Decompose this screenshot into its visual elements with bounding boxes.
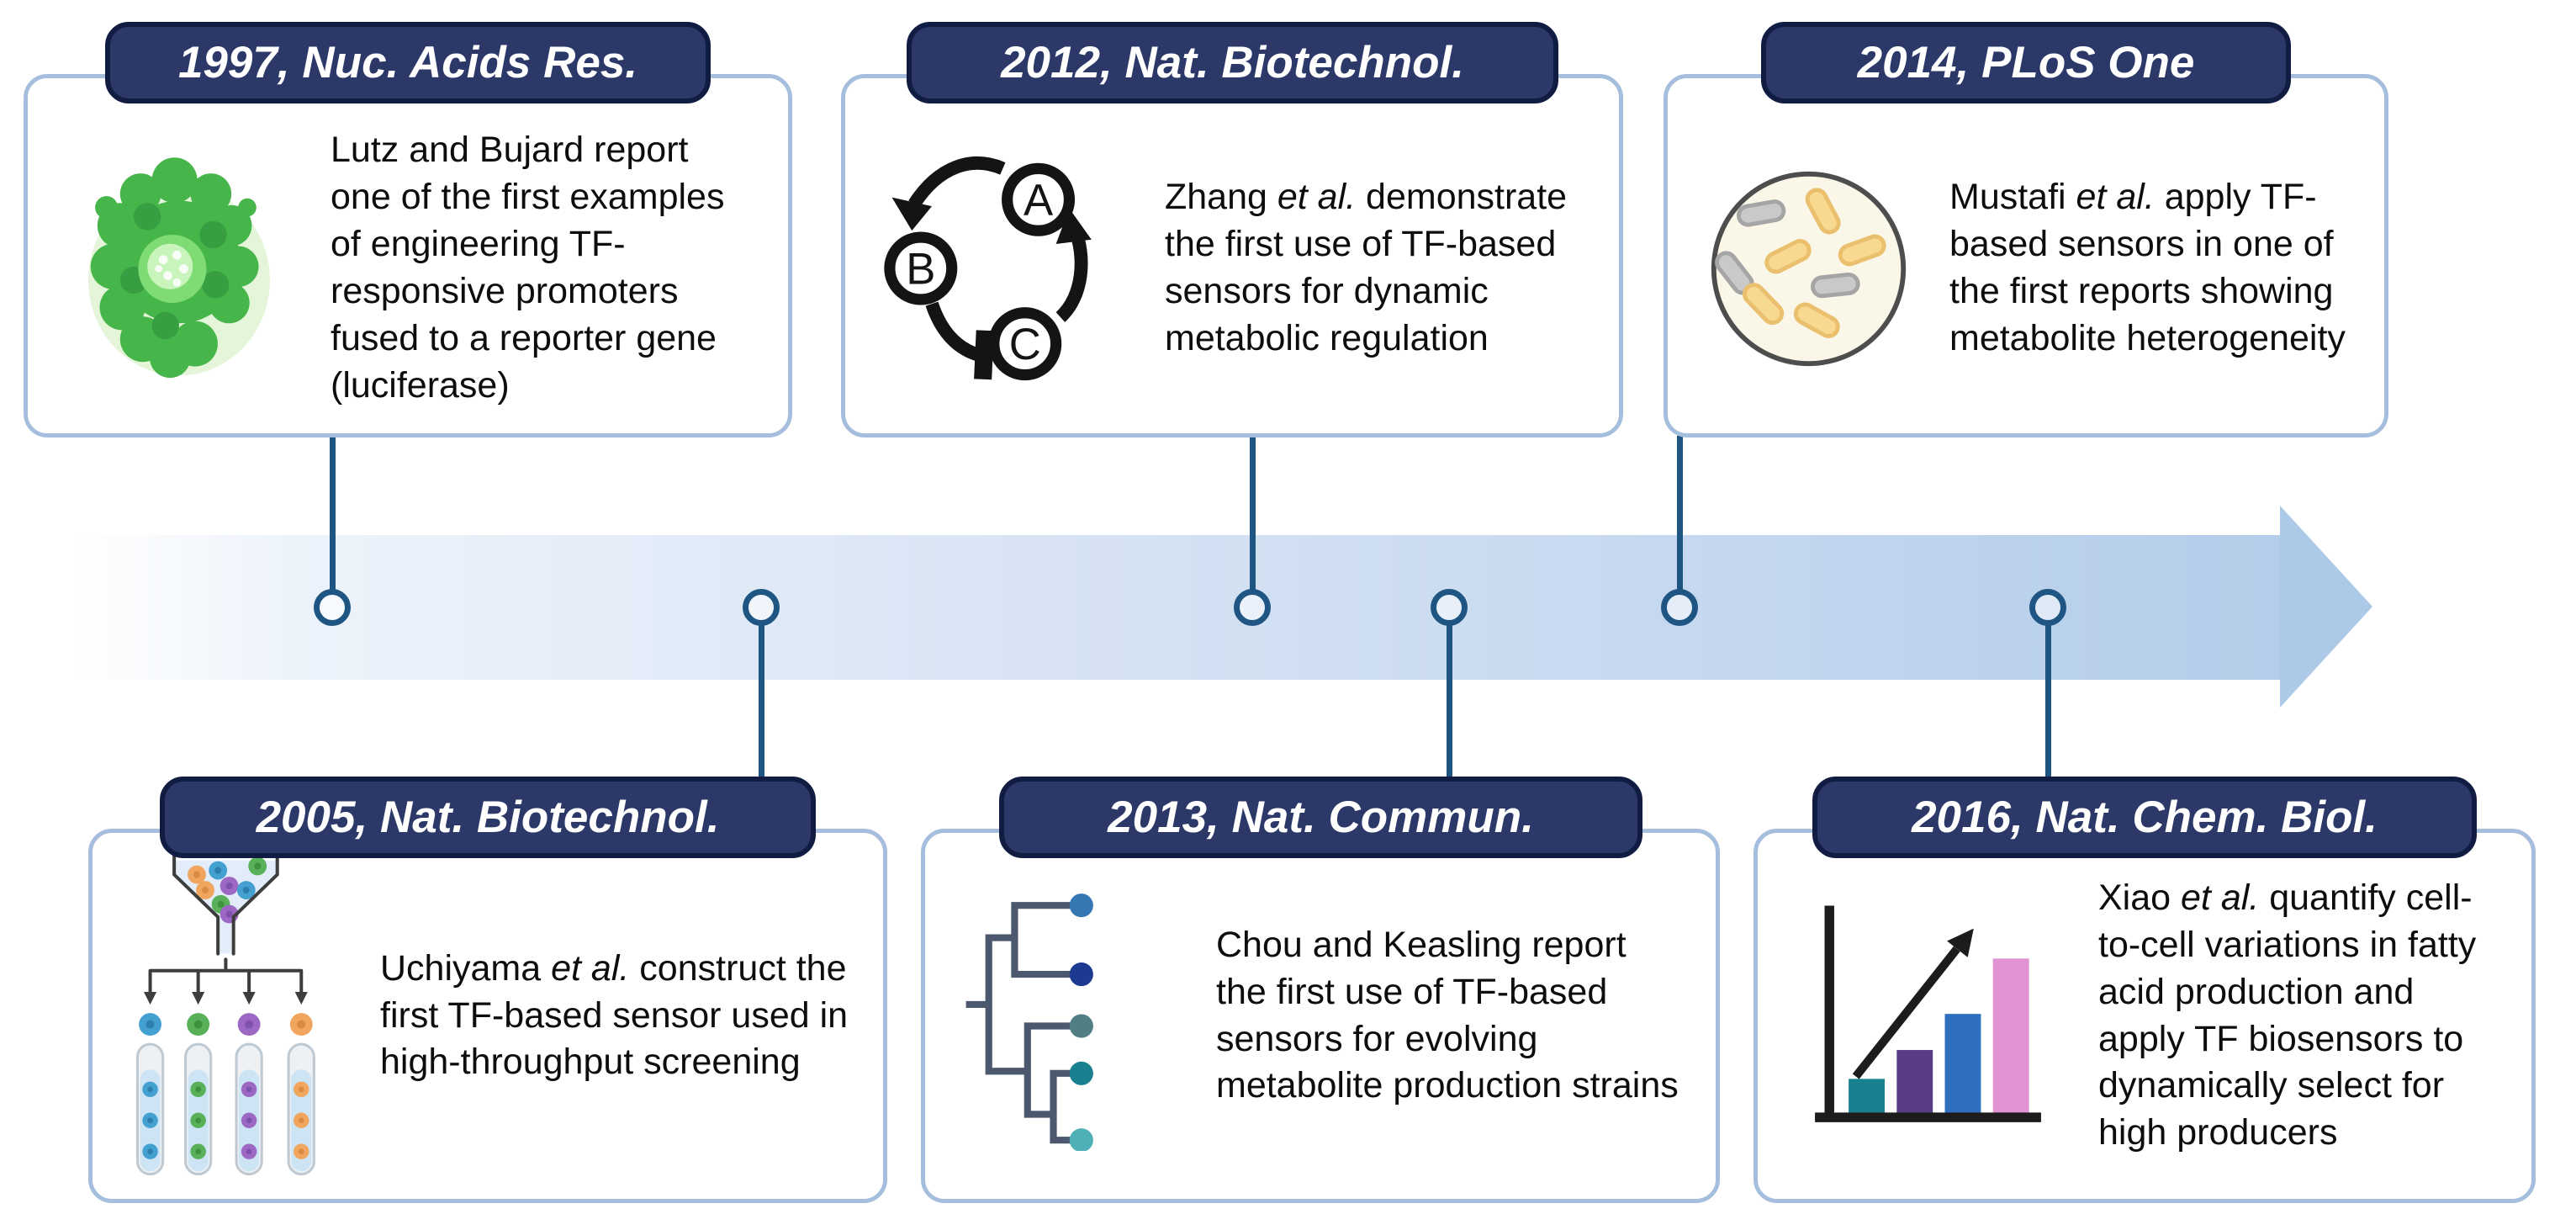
connector-2016 [2045, 623, 2051, 779]
svg-text:A: A [1024, 176, 1054, 225]
svg-text:B: B [906, 244, 935, 294]
regulation-cycle-icon: A B C [883, 146, 1127, 390]
year-journal-badge-2014: 2014, PLoS One [1761, 22, 2291, 103]
petri-dish-icon [1706, 166, 1912, 372]
event-description-1997: Lutz and Bujard report one of the first … [331, 130, 725, 406]
event-description-2014: Mustafi et al. apply TF-based sensors in… [1949, 177, 2346, 358]
badge-journal: Nat. Biotechnol. [1124, 38, 1464, 87]
funnel-screening-icon [130, 846, 342, 1185]
badge-year: 2016, [1912, 793, 2023, 842]
timeline-node-2005 [743, 589, 780, 626]
badge-journal: PLoS One [1981, 38, 2195, 87]
badge-year: 2012, [1001, 38, 1113, 87]
timeline-node-2016 [2029, 589, 2066, 626]
badge-year: 2013, [1108, 793, 1219, 842]
event-description-2013: Chou and Keasling report the first use o… [1216, 924, 1679, 1106]
event-card-2005: Uchiyama et al. construct the first TF-b… [88, 829, 887, 1203]
badge-journal: Nuc. Acids Res. [302, 38, 638, 87]
connector-2013 [1447, 623, 1452, 779]
badge-year: 2014, [1857, 38, 1970, 87]
connector-1997 [330, 436, 336, 592]
year-journal-badge-1997: 1997, Nuc. Acids Res. [105, 22, 711, 103]
badge-journal: Nat. Commun. [1231, 793, 1534, 842]
event-description-2005: Uchiyama et al. construct the first TF-b… [380, 947, 849, 1083]
event-card-2013: Chou and Keasling report the first use o… [921, 829, 1720, 1203]
timeline-node-2014 [1661, 589, 1698, 626]
event-description-2016: Xiao et al. quantify cell-to-cell variat… [2098, 877, 2477, 1153]
connector-2005 [759, 623, 764, 779]
event-card-2012: A B C Zhang et al. demonstrate the first… [841, 74, 1623, 437]
phylo-tree-icon [963, 882, 1178, 1151]
year-journal-badge-2005: 2005, Nat. Biotechnol. [160, 777, 816, 858]
bar-chart-icon [1796, 896, 2060, 1137]
connector-2012 [1250, 436, 1256, 592]
timeline-node-2012 [1234, 589, 1271, 626]
gfp-protein-icon [66, 144, 293, 394]
event-card-2014: Mustafi et al. apply TF-based sensors in… [1664, 74, 2388, 437]
year-journal-badge-2013: 2013, Nat. Commun. [999, 777, 1642, 858]
svg-text:C: C [1009, 320, 1041, 369]
year-journal-badge-2012: 2012, Nat. Biotechnol. [907, 22, 1558, 103]
year-journal-badge-2016: 2016, Nat. Chem. Biol. [1812, 777, 2477, 858]
event-card-1997: Lutz and Bujard report one of the first … [24, 74, 792, 437]
timeline-node-2013 [1431, 589, 1468, 626]
badge-journal: Nat. Chem. Biol. [2035, 793, 2378, 842]
badge-year: 2005, [256, 793, 368, 842]
event-card-2016: Xiao et al. quantify cell-to-cell variat… [1753, 829, 2536, 1203]
badge-year: 1997, [177, 38, 290, 87]
timeline-arrowhead-icon [2280, 506, 2372, 708]
timeline-node-1997 [314, 589, 351, 626]
timeline-arrow-band [71, 535, 2282, 680]
event-description-2012: Zhang et al. demonstrate the first use o… [1165, 177, 1568, 358]
badge-journal: Nat. Biotechnol. [380, 793, 720, 842]
connector-2014 [1677, 436, 1683, 592]
